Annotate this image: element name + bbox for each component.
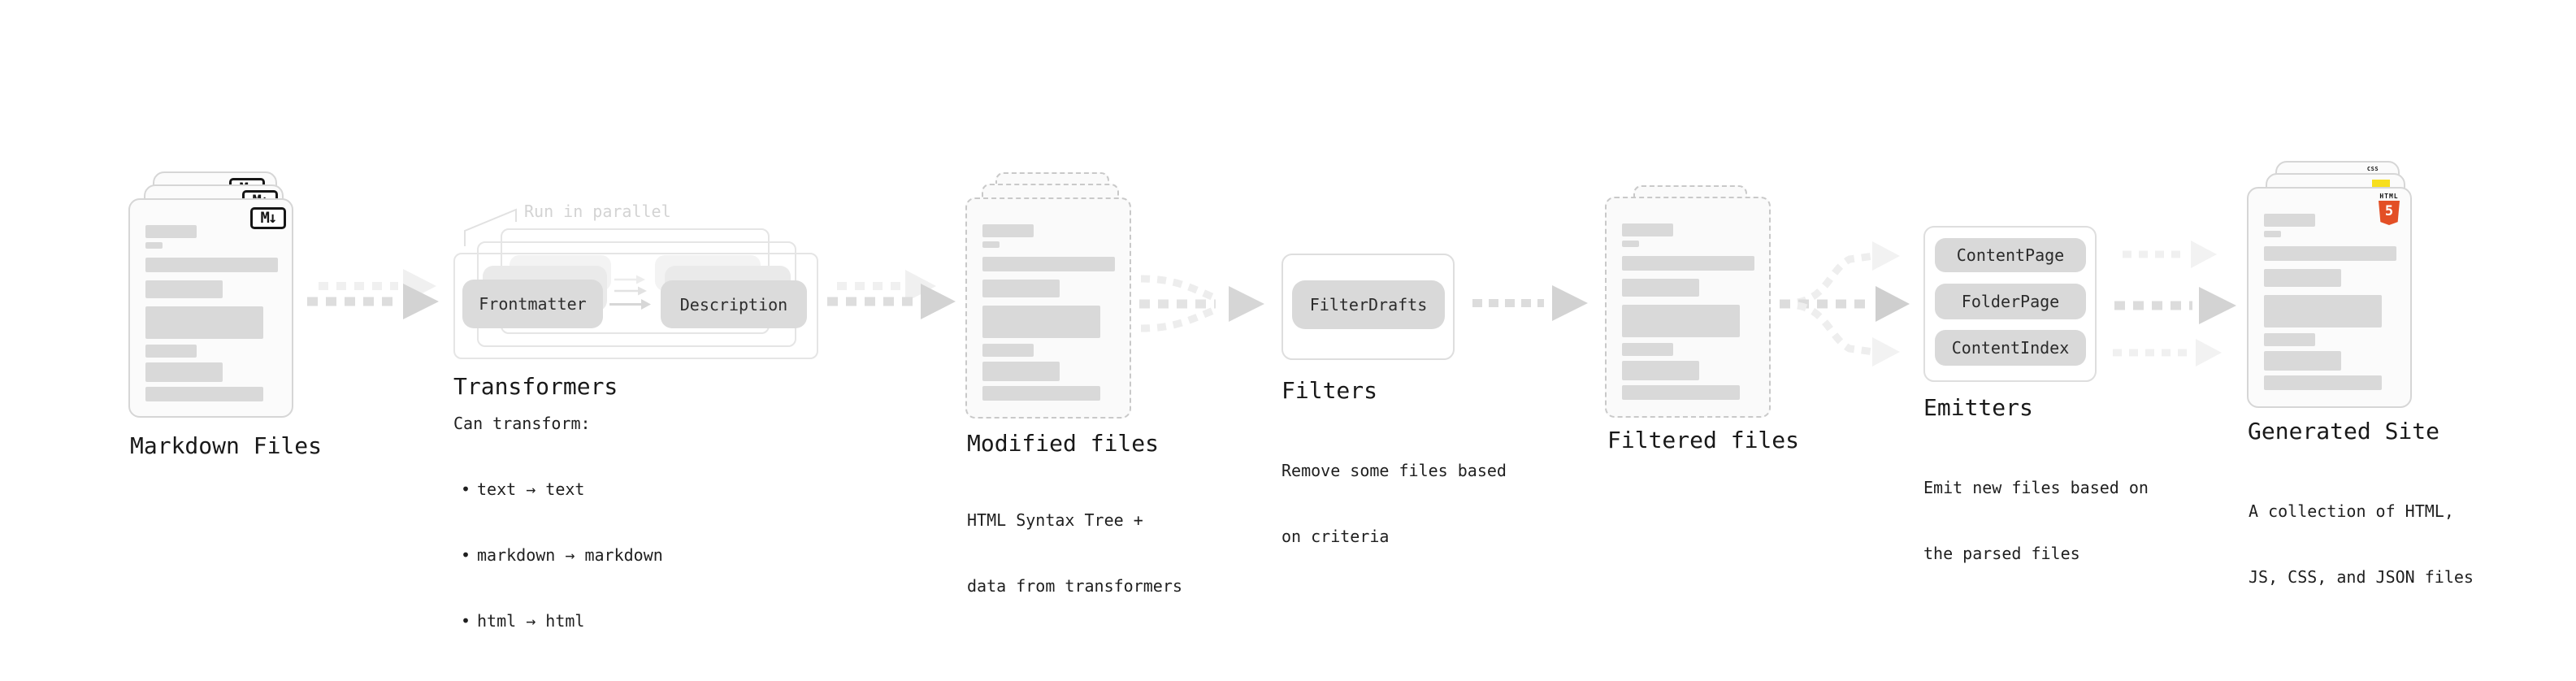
bullet-marker: • [461,611,471,631]
doc-placeholder-lines [130,200,292,416]
arrow-filters-to-filtered [1472,285,1588,321]
placeholder-line [982,306,1100,338]
placeholder-line [982,280,1060,297]
arrow-filtered-to-emitters-fanout [1780,241,1910,367]
desc-line: data from transformers [967,576,1182,596]
transformers-bullet-list: • text → text • markdown → markdown • ht… [453,435,663,676]
placeholder-line [2264,351,2341,371]
generated-file-card-front: HTML 5 [2247,187,2412,408]
placeholder-line [1622,241,1639,247]
bullet-text: html → html [477,611,585,631]
placeholder-line [1622,223,1673,236]
placeholder-line [2264,269,2341,287]
bullet-item: • markdown → markdown [453,544,663,566]
placeholder-line [145,387,263,401]
desc-line: Emit new files based on [1923,478,2149,497]
placeholder-line [2264,246,2396,261]
generated-site-label: Generated Site [2248,418,2440,445]
emitters-desc: Emit new files based on the parsed files [1923,433,2149,609]
arrow-markdown-to-transformers [307,269,439,319]
desc-line: Remove some files based [1281,461,1507,480]
bullet-text: markdown → markdown [477,545,663,565]
placeholder-line [1622,305,1740,337]
emitter-node-folderpage: FolderPage [1935,284,2086,319]
placeholder-line [982,386,1100,401]
filtered-file-card-front [1605,197,1771,418]
filters-desc: Remove some files based on criteria [1281,416,1507,592]
transformers-desc-title: Can transform: [453,414,591,433]
run-in-parallel-note: Run in parallel [524,202,671,221]
transformer-box-front [453,253,818,359]
generated-site-desc: A collection of HTML, JS, CSS, and JSON … [2249,457,2474,632]
placeholder-line [145,306,263,339]
doc-placeholder-lines [2249,189,2410,406]
emitter-node-contentindex: ContentIndex [1935,330,2086,366]
markdown-icon: M↓ [250,207,286,229]
modified-files-label: Modified files [967,430,1160,457]
placeholder-line [982,344,1034,357]
desc-line: the parsed files [1923,544,2080,563]
bullet-item: • text → text [453,479,663,501]
bullet-marker: • [461,479,471,499]
placeholder-line [982,257,1115,271]
placeholder-line [145,280,223,298]
emitter-node-contentpage: ContentPage [1935,238,2086,272]
placeholder-line [2264,295,2382,327]
placeholder-line [145,242,163,249]
modified-files-desc: HTML Syntax Tree + data from transformer… [967,466,1182,641]
html5-icon: HTML 5 [2377,193,2401,225]
placeholder-line [2264,333,2315,346]
desc-line: HTML Syntax Tree + [967,510,1143,530]
frontmatter-to-description-arrows [609,275,651,310]
modified-file-card-front [965,197,1131,419]
bullet-item: • html → html [453,610,663,632]
placeholder-line [145,258,278,272]
doc-placeholder-lines [1607,198,1769,416]
html5-icon-text: HTML [2379,193,2399,200]
transformer-node-description: Description [661,280,807,328]
arrow-transformers-to-modified [827,270,956,319]
placeholder-line [2264,375,2382,390]
placeholder-line [982,362,1060,381]
filter-node-filterdrafts: FilterDrafts [1292,280,1445,329]
placeholder-line [1622,343,1673,356]
note-connector-line [464,208,517,246]
doc-placeholder-lines [967,199,1130,417]
placeholder-line [145,362,223,382]
css-icon-text: CSS [2366,166,2379,172]
filtered-files-label: Filtered files [1607,427,1800,453]
placeholder-line [1622,361,1699,380]
desc-line: JS, CSS, and JSON files [2249,567,2474,587]
bullet-text: text → text [477,479,585,499]
placeholder-line [2264,231,2281,237]
transformers-label: Transformers [453,373,618,400]
filters-label: Filters [1281,377,1378,404]
desc-line: on criteria [1281,527,1390,546]
placeholder-line [1622,385,1740,400]
bullet-marker: • [461,545,471,565]
markdown-file-card-front: M↓ [128,198,293,418]
placeholder-line [1622,256,1754,271]
placeholder-line [145,345,197,358]
transformer-node-frontmatter: Frontmatter [462,280,603,328]
html5-icon-shield: 5 [2379,201,2400,225]
desc-line: A collection of HTML, [2249,501,2454,521]
placeholder-line [982,241,1000,248]
emitters-label: Emitters [1923,394,2033,421]
placeholder-line [1622,279,1699,297]
placeholder-line [982,224,1034,237]
placeholder-line [2264,214,2315,227]
placeholder-line [145,225,197,238]
arrow-modified-to-filters-merge [1139,275,1264,332]
markdown-files-label: Markdown Files [130,432,323,459]
arrow-emitters-to-generated [2113,241,2236,367]
